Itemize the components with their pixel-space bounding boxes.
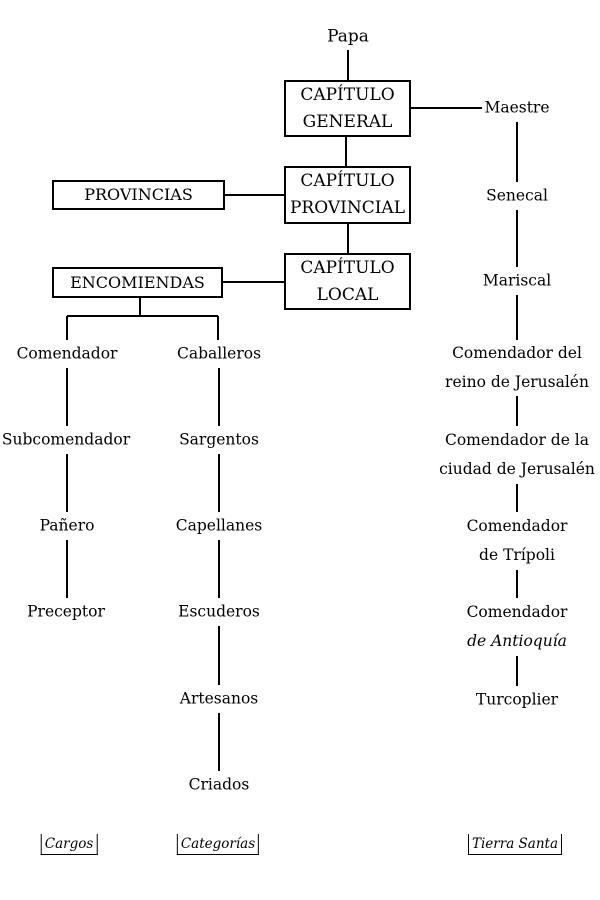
ts-turcoplier: Turcoplier [475, 690, 559, 709]
capitulo-general-line2: GENERAL [302, 111, 393, 132]
categoria-capellanes: Capellanes [175, 516, 263, 535]
ts-comendador-antioquia: Comendador de Antioquía [467, 598, 568, 656]
cargo-preceptor: Preceptor [27, 602, 105, 621]
ts-mariscal: Mariscal [482, 271, 552, 290]
encomiendas-box: ENCOMIENDAS [52, 267, 223, 298]
legend-categorias: Categorías [176, 834, 260, 855]
ts-comendador-ciudad-line2: ciudad de Jerusalén [439, 460, 595, 478]
capitulo-general-line1: CAPÍTULO [300, 84, 395, 105]
categoria-caballeros: Caballeros [176, 344, 262, 363]
capitulo-general-box: CAPÍTULO GENERAL [284, 80, 411, 137]
legend-cargos: Cargos [40, 834, 98, 855]
legend-tierra-santa: Tierra Santa [467, 834, 563, 855]
ts-comendador-antioquia-line1: Comendador [466, 603, 568, 621]
capitulo-local-line1: CAPÍTULO [300, 257, 395, 278]
ts-senecal: Senecal [486, 186, 548, 205]
ts-comendador-ciudad: Comendador de la ciudad de Jerusalén [439, 426, 595, 484]
ts-comendador-reino: Comendador del reino de Jerusalén [445, 339, 589, 397]
ts-comendador-ciudad-line1: Comendador de la [444, 431, 590, 449]
categoria-artesanos: Artesanos [179, 689, 259, 708]
capitulo-provincial-line2: PROVINCIAL [289, 198, 406, 218]
categoria-escuderos: Escuderos [178, 602, 260, 621]
cargo-comendador: Comendador [16, 344, 118, 363]
capitulo-provincial-box: CAPÍTULO PROVINCIAL [284, 166, 411, 224]
ts-comendador-reino-line1: Comendador del [452, 344, 582, 362]
ts-comendador-tripoli: Comendador de Trípoli [467, 512, 568, 570]
ts-maestre: Maestre [484, 98, 550, 117]
ts-comendador-reino-line2: reino de Jerusalén [445, 373, 589, 391]
cargo-panero: Pañero [39, 516, 95, 535]
ts-comendador-tripoli-line2: de Trípoli [479, 546, 555, 564]
categoria-sargentos: Sargentos [179, 430, 259, 449]
encomiendas-label: ENCOMIENDAS [70, 272, 205, 292]
ts-comendador-tripoli-line1: Comendador [466, 517, 568, 535]
provincias-label: PROVINCIAS [84, 185, 193, 204]
papa-label: Papa [327, 26, 369, 47]
categoria-criados: Criados [188, 775, 250, 794]
capitulo-local-line2: LOCAL [316, 284, 379, 305]
capitulo-local-box: CAPÍTULO LOCAL [284, 253, 411, 310]
provincias-box: PROVINCIAS [52, 180, 225, 210]
ts-comendador-antioquia-line2: de Antioquía [467, 632, 567, 650]
cargo-subcomendador: Subcomendador [1, 430, 131, 449]
capitulo-provincial-line1: CAPÍTULO [300, 171, 395, 191]
